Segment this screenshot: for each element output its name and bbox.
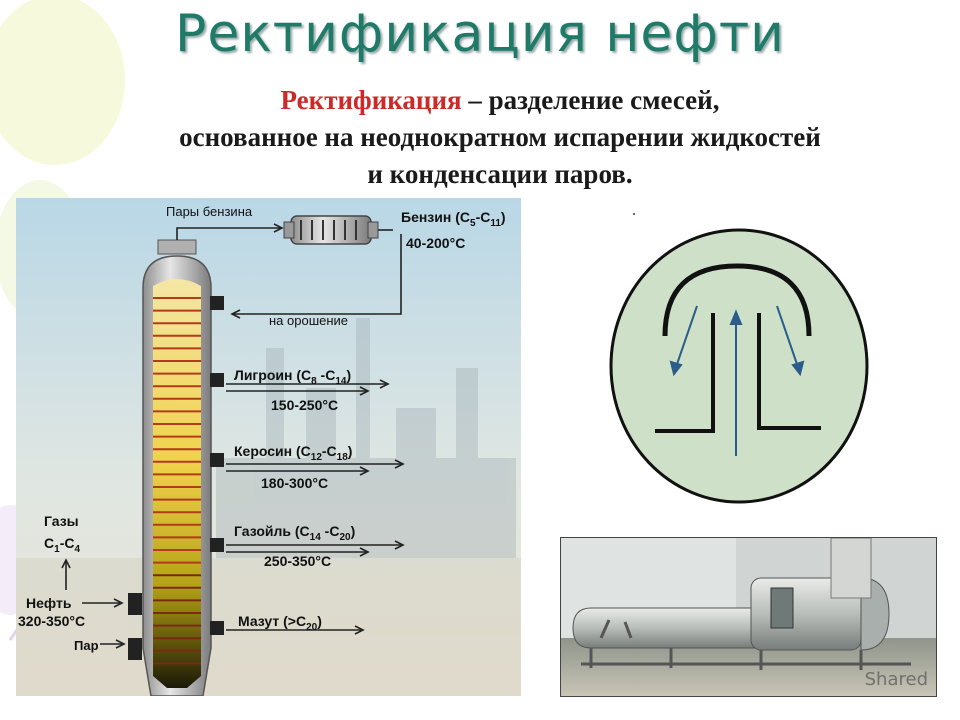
vapor-flow-arrows: [669, 305, 805, 456]
definition-rest: – разделение смесей,: [461, 85, 720, 115]
gasoline-line: [230, 229, 402, 319]
fraction-gasoil-temp: 250-350°C: [264, 553, 331, 569]
oil-temp: 320-350°C: [18, 613, 85, 629]
reflux-label: на орошение: [269, 313, 348, 328]
watermark-text: Shared: [864, 669, 928, 690]
fraction-gasoil: Газойль (C14 -C20): [234, 523, 355, 543]
fraction-kerosene: Керосин (C12-C18): [234, 443, 352, 463]
fraction-ligroin-temp: 150-250°C: [271, 397, 338, 413]
gases-label: Газы: [44, 513, 79, 529]
column-trays: [153, 297, 201, 665]
column-nozzles: [128, 296, 224, 660]
stray-dot: [633, 213, 635, 215]
gases-arrow: [61, 558, 71, 590]
fraction-labels: Бензин (C5-C11) 40-200°C Лигроин (C8 -C1…: [234, 209, 506, 633]
tray-circle: [609, 228, 869, 504]
definition-line-3: и конденсации паров.: [367, 159, 633, 189]
riser-left: [655, 313, 715, 433]
definition-line-1: Ректификация – разделение смесей,: [60, 82, 940, 119]
bubble-cap-icon: [662, 263, 812, 337]
refinery-silhouette: [16, 318, 521, 696]
bubble-cap-diagram: [605, 228, 875, 508]
fraction-gasoline-temp: 40-200°C: [406, 235, 465, 251]
fraction-arrows: [226, 379, 405, 635]
equipment-photo: Shared: [560, 537, 937, 697]
definition-line-2: основанное на неоднократном испарении жи…: [179, 122, 821, 152]
fraction-mazut: Мазут (>C20): [238, 613, 322, 633]
gases-formula: C1-C4: [44, 535, 80, 555]
condenser-icon: [283, 215, 379, 245]
definition-text: Ректификация – разделение смесей, основа…: [60, 82, 940, 193]
vapor-label: Пары бензина: [166, 204, 253, 219]
vapor-line: [176, 223, 284, 240]
fraction-ligroin: Лигроин (C8 -C14): [234, 367, 351, 387]
refinery-background: [16, 198, 521, 696]
feed-arrows: [82, 598, 126, 649]
slide-title: Ректификация нефти: [175, 4, 785, 64]
riser-right: [757, 313, 821, 430]
distillation-column-diagram: Пары бензина на орошение Бензин (C5-C11)…: [16, 198, 521, 696]
oil-label: Нефть: [26, 595, 72, 611]
definition-term: Ректификация: [280, 85, 462, 115]
column-shell: [142, 239, 212, 696]
fraction-kerosene-temp: 180-300°C: [261, 475, 328, 491]
fraction-gasoline: Бензин (C5-C11): [401, 209, 506, 229]
steam-label: Пар: [74, 638, 99, 653]
